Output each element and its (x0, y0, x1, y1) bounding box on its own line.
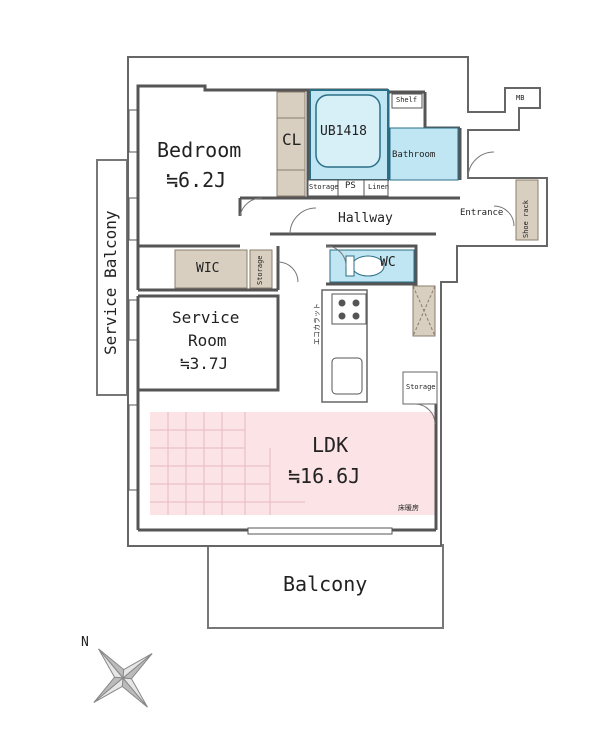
shelf-label: Shelf (396, 96, 418, 104)
door-swings (239, 151, 515, 425)
service-balcony-area (96, 159, 128, 396)
wic-storage-wood (249, 249, 273, 289)
wic-storage-label: Storage (256, 255, 264, 285)
closet-wood (276, 91, 306, 197)
wc-label: WC (380, 255, 396, 270)
pipe-space-label: PS (345, 181, 356, 191)
balcony-area (207, 544, 444, 629)
kitchen-storage-box (402, 371, 438, 405)
floor-heating-grid (150, 412, 305, 515)
kitchen-sink (331, 357, 363, 395)
floor-heating-zone (150, 412, 435, 515)
storage-ps-linen-bar (307, 179, 389, 197)
storage-small-label: Storage (309, 183, 339, 191)
ldk-size: ≒16.6J (288, 464, 361, 488)
toilet-tank (345, 255, 355, 277)
shoe-rack-wood (515, 179, 539, 241)
floor-heating-label: 床暖房 (398, 504, 419, 512)
range-hood-label: エコカラット (313, 303, 321, 345)
service-room-line2: Room (188, 331, 227, 350)
bedroom-size: ≒6.2J (166, 168, 227, 192)
bathroom-label: Bathroom (392, 150, 436, 160)
balcony-label: Balcony (283, 572, 368, 596)
ldk-label: LDK (312, 433, 349, 457)
meter-box-label: MB (516, 94, 525, 102)
bathtub (315, 94, 381, 168)
windows (128, 109, 393, 535)
shelf-box (391, 93, 423, 109)
closet-label: CL (282, 130, 302, 149)
wic-label: WIC (196, 261, 220, 276)
kitchen-storage-label: Storage (406, 383, 436, 391)
wic-wood (174, 249, 248, 289)
hallway-label: Hallway (338, 211, 393, 226)
shoe-rack-label: Shoe rack (522, 200, 530, 238)
entrance-label: Entrance (460, 208, 504, 218)
bathroom-floor (389, 127, 459, 181)
cooktop (331, 293, 367, 325)
linen-label: Linen (368, 183, 390, 191)
compass-icon (93, 648, 153, 708)
service-balcony-label: Service Balcony (101, 210, 120, 356)
bedroom-label: Bedroom (157, 138, 242, 162)
service-room-line1: Service (172, 308, 240, 327)
unit-bath-label: UB1418 (320, 124, 367, 139)
service-room-size: ≒3.7J (180, 354, 229, 373)
compass-north-label: N (81, 635, 89, 650)
